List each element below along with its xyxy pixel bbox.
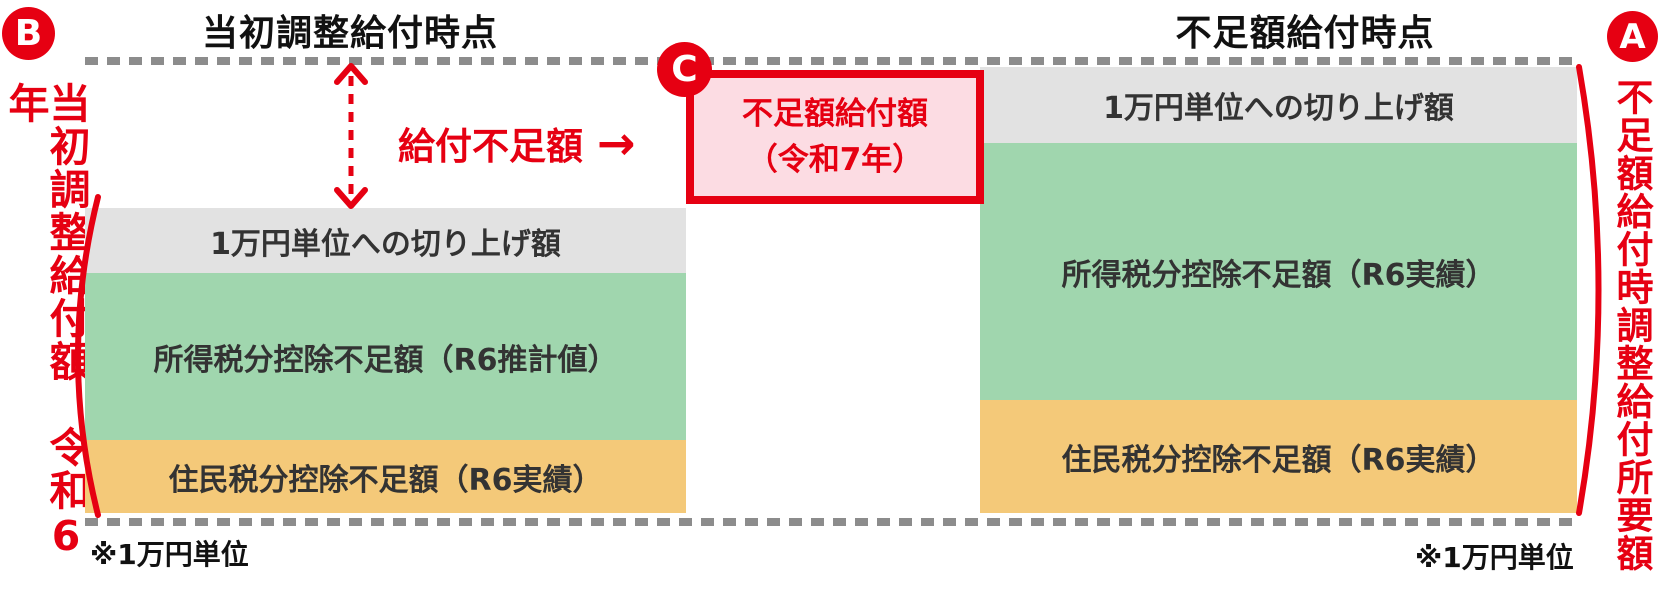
left-brace-icon — [75, 194, 101, 518]
unit-note-right: ※1万円単位 — [1415, 541, 1574, 574]
top-dotted-line — [85, 57, 1577, 65]
left-segment-rounding: 1万円単位への切り上げ額 — [85, 208, 686, 273]
right-segment-rounding: 1万円単位への切り上げ額 — [980, 67, 1577, 143]
right-vertical-label: 不足額給付時調整給付所要額 — [1610, 78, 1653, 572]
right-segment-income-tax: 所得税分控除不足額（R6実績） — [980, 143, 1577, 400]
badge-b: B — [2, 7, 55, 60]
heading-initial-payment-time: 当初調整給付時点 — [201, 13, 498, 54]
gap-label: 給付不足額 — [398, 125, 583, 168]
left-vertical-label: 当初調整給付額 令和6年 — [1, 82, 90, 562]
right-brace-icon — [1576, 64, 1602, 516]
badge-a: A — [1607, 11, 1658, 62]
shortfall-payment-box: 不足額給付額 （令和7年） — [686, 70, 984, 204]
badge-c: C — [657, 42, 712, 97]
right-segment-resident-tax: 住民税分控除不足額（R6実績） — [980, 400, 1577, 513]
left-segment-resident-tax: 住民税分控除不足額（R6実績） — [85, 440, 686, 513]
shortfall-box-line1: 不足額給付額 — [742, 95, 928, 132]
bottom-dotted-line — [85, 518, 1577, 526]
gap-annotation: 給付不足額 → — [398, 116, 636, 170]
unit-note-left: ※1万円単位 — [90, 538, 249, 571]
right-stack: 1万円単位への切り上げ額 所得税分控除不足額（R6実績） 住民税分控除不足額（R… — [980, 67, 1577, 513]
left-segment-income-tax: 所得税分控除不足額（R6推計値） — [85, 273, 686, 440]
shortfall-box-line2: （令和7年） — [746, 142, 924, 178]
heading-shortfall-payment-time: 不足額給付時点 — [1175, 13, 1435, 54]
left-stack: 1万円単位への切り上げ額 所得税分控除不足額（R6推計値） 住民税分控除不足額（… — [85, 208, 686, 513]
gap-dashed-arrow-icon — [334, 63, 368, 209]
right-arrow-icon: → — [597, 116, 636, 170]
